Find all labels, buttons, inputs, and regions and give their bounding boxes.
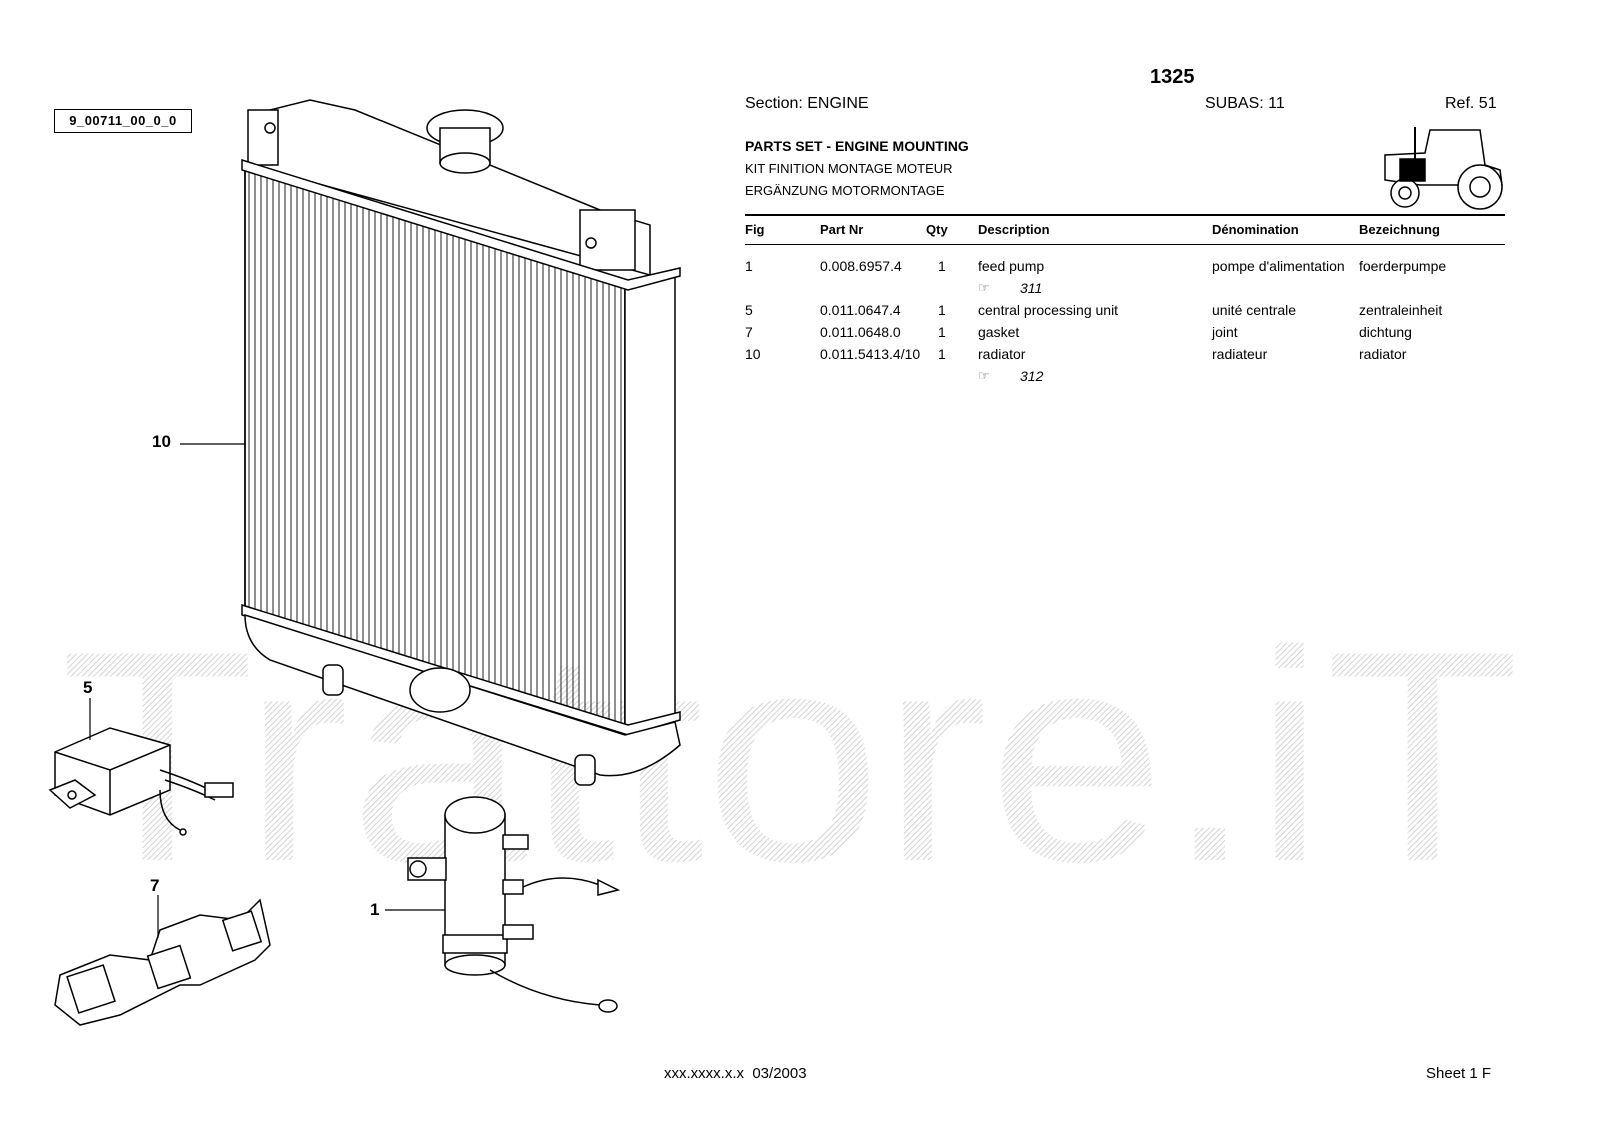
control-unit-figure [48, 727, 234, 836]
cell-part-nr: 0.008.6957.4 [820, 258, 902, 274]
cell-qty: 1 [938, 324, 946, 340]
hand-pointer-icon: ☞ [978, 368, 990, 383]
cell-denomination: joint [1212, 324, 1238, 340]
cell-qty: 1 [938, 302, 946, 318]
col-denomination: Dénomination [1212, 222, 1299, 237]
subas-label: SUBAS: 11 [1205, 95, 1285, 112]
hand-pointer-icon: ☞ [978, 280, 990, 295]
cell-qty: 1 [938, 346, 946, 362]
title-german: ERGÄNZUNG MOTORMONTAGE [745, 183, 945, 198]
cell-description: feed pump [978, 258, 1045, 274]
reference-link[interactable]: 312 [1020, 368, 1044, 384]
feed-pump-figure [407, 796, 621, 1013]
cell-description: central processing unit [978, 302, 1119, 318]
cell-description: radiator [978, 346, 1026, 362]
parts-drawing [48, 99, 681, 1026]
tractor-icon [1384, 127, 1503, 210]
callout-1: 1 [370, 900, 380, 919]
cell-part-nr: 0.011.0648.0 [820, 324, 901, 340]
radiator-figure [241, 99, 681, 786]
table-header-rule [745, 244, 1505, 245]
cell-denomination: unité centrale [1212, 302, 1297, 318]
cell-qty: 1 [938, 258, 946, 274]
footer-sheet: Sheet 1 F [1426, 1065, 1492, 1082]
col-fig: Fig [745, 222, 765, 237]
cell-fig: 10 [745, 346, 761, 362]
gasket-figure [54, 898, 271, 1026]
cell-denomination: pompe d'alimentation [1212, 258, 1345, 274]
callout-7: 7 [150, 876, 160, 895]
col-qty: Qty [926, 222, 948, 237]
ref-label: Ref. 51 [1445, 95, 1497, 112]
col-part-nr: Part Nr [820, 222, 864, 237]
col-description: Description [978, 222, 1050, 237]
cell-bezeichnung: foerderpumpe [1359, 258, 1447, 274]
cell-bezeichnung: zentraleinheit [1359, 302, 1443, 318]
cell-bezeichnung: radiator [1359, 346, 1407, 362]
title-english: PARTS SET - ENGINE MOUNTING [745, 138, 969, 154]
footer-code-date: xxx.xxxx.x.x 03/2003 [664, 1065, 807, 1082]
cell-bezeichnung: dichtung [1359, 324, 1412, 340]
cell-description: gasket [978, 324, 1020, 340]
callout-5: 5 [83, 678, 93, 697]
cell-part-nr: 0.011.5413.4/10 [820, 346, 921, 362]
cell-part-nr: 0.011.0647.4 [820, 302, 901, 318]
cell-denomination: radiateur [1212, 346, 1268, 362]
table-top-rule [745, 214, 1505, 216]
page-number: 1325 [1150, 66, 1195, 88]
callout-10: 10 [152, 432, 171, 451]
title-french: KIT FINITION MONTAGE MOTEUR [745, 161, 953, 176]
section-label: Section: ENGINE [745, 95, 869, 112]
col-bezeichnung: Bezeichnung [1359, 222, 1440, 237]
reference-link[interactable]: 311 [1020, 280, 1043, 296]
cell-fig: 5 [745, 302, 753, 318]
cell-fig: 1 [745, 258, 753, 274]
cell-fig: 7 [745, 324, 753, 340]
drawing-code: 9_00711_00_0_0 [54, 109, 192, 133]
